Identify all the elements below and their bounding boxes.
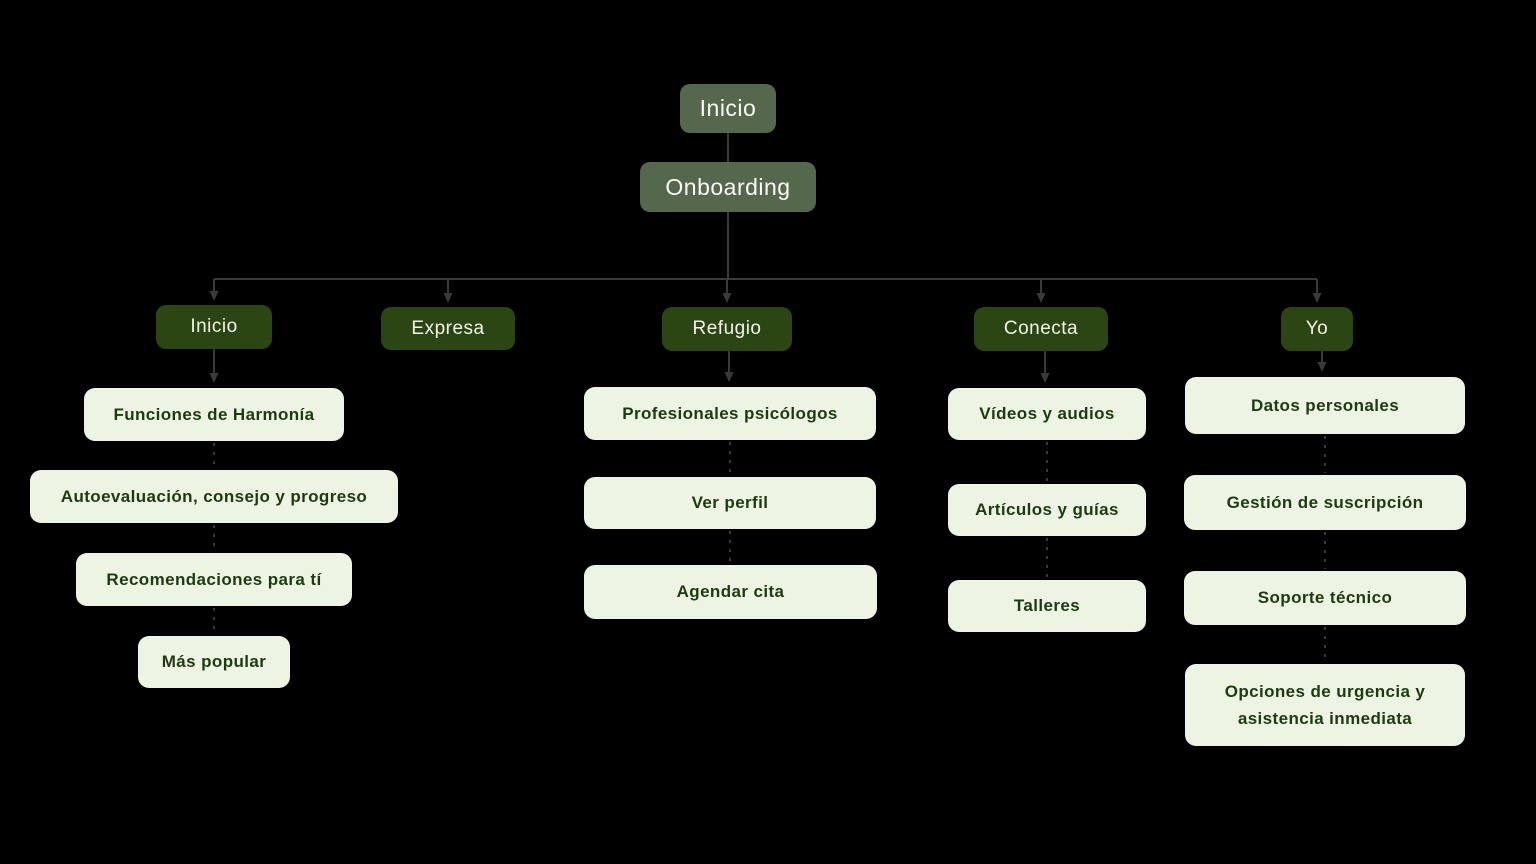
leaf-recomendaciones: Recomendaciones para tí: [76, 553, 352, 606]
leaf-funciones-de-harmonia: Funciones de Harmonía: [84, 388, 344, 441]
leaf-datos-personales: Datos personales: [1185, 377, 1465, 434]
leaf-videos-y-audios: Vídeos y audios: [948, 388, 1146, 440]
leaf-gestion-de-suscripcion: Gestión de suscripción: [1184, 475, 1466, 530]
node-branch-refugio: Refugio: [662, 307, 792, 351]
node-branch-expresa: Expresa: [381, 307, 515, 350]
node-branch-conecta: Conecta: [974, 307, 1108, 351]
node-root-inicio: Inicio: [680, 84, 776, 133]
node-branch-yo: Yo: [1281, 307, 1353, 351]
leaf-opciones-de-urgencia: Opciones de urgencia y asistencia inmedi…: [1185, 664, 1465, 746]
leaf-mas-popular: Más popular: [138, 636, 290, 688]
leaf-autoevaluacion: Autoevaluación, consejo y progreso: [30, 470, 398, 523]
leaf-soporte-tecnico: Soporte técnico: [1184, 571, 1466, 625]
leaf-articulos-y-guias: Artículos y guías: [948, 484, 1146, 536]
leaf-talleres: Talleres: [948, 580, 1146, 632]
node-onboarding: Onboarding: [640, 162, 816, 212]
leaf-ver-perfil: Ver perfil: [584, 477, 876, 529]
node-branch-inicio: Inicio: [156, 305, 272, 349]
leaf-agendar-cita: Agendar cita: [584, 565, 877, 619]
leaf-profesionales-psicologos: Profesionales psicólogos: [584, 387, 876, 440]
